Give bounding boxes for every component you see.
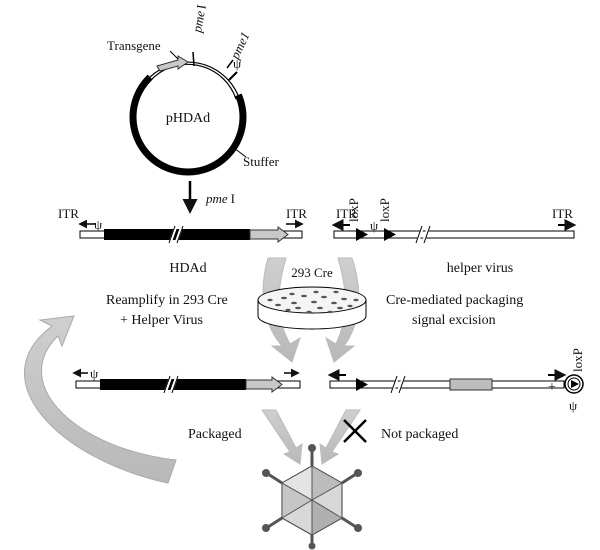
label-packaged: Packaged (188, 427, 242, 442)
helper-loxp-1: loxP (346, 198, 361, 222)
excision-line1: Cre-mediated packaging (386, 293, 523, 308)
x-mark-b (343, 419, 367, 443)
hdad-label: HDAd (169, 261, 206, 276)
helper-label: helper virus (447, 261, 513, 276)
adenovirus-capsid (262, 444, 362, 550)
loxp-site-2 (384, 228, 396, 241)
cell-dish-293cre: 293 Cre (257, 265, 367, 330)
stuffer-label: Stuffer (243, 154, 280, 169)
cells-label: 293 Cre (291, 265, 333, 280)
circle-loxp: loxP (570, 348, 585, 372)
plasmid-pHDAd: pHDAd Transgene pmeI pme1 ψ Stuffer (107, 3, 280, 176)
reamplify-line1: Reamplify in 293 Cre (106, 293, 228, 308)
reamplify-cycle-arrow (24, 315, 177, 484)
circle-psi: ψ (569, 398, 577, 413)
hdad-stuffer (104, 229, 250, 240)
transgene-arrow (156, 55, 189, 72)
reamplify-line2: + Helper Virus (120, 313, 203, 328)
plasmid-name: pHDAd (166, 111, 210, 126)
helper-psi: ψ (370, 218, 378, 233)
pme-site-left (192, 51, 195, 67)
excision-line2: signal excision (412, 313, 496, 328)
helper-itr-left: ITR (336, 206, 357, 221)
label-not-packaged: Not packaged (381, 427, 458, 442)
hdad-transgene (249, 226, 289, 243)
capsid-fibers (267, 450, 357, 546)
pme-label-left: pmeI (189, 3, 209, 34)
hdad-psi: ψ (94, 217, 102, 232)
plasmid-psi: ψ (233, 56, 241, 71)
helper-product (327, 369, 567, 394)
arrow-not-packaged (319, 409, 361, 465)
hdad-itr-left: ITR (58, 206, 79, 221)
helper-product-gene-block (449, 378, 493, 391)
loxp-site-1 (356, 228, 368, 241)
packaging-arrows: Packaged Not packaged (188, 409, 458, 465)
plus-sign: + (548, 380, 556, 395)
helper-loxp-2: loxP (377, 198, 392, 222)
excised-circle: + loxP ψ (548, 348, 585, 413)
hdad-product: ψ (72, 366, 301, 394)
transgene-label: Transgene (107, 38, 161, 53)
loxp-remaining (356, 378, 368, 391)
capsid-knobs (262, 444, 362, 550)
cell-speckles (267, 290, 359, 314)
helper-backbone (333, 230, 575, 239)
helper-virus-genome: ITR ITR ψ loxP loxP helper virus (331, 198, 577, 276)
hdad-itr-right: ITR (286, 206, 307, 221)
helper-itr-right: ITR (552, 206, 573, 221)
product-psi: ψ (90, 366, 98, 381)
arrow-packaged (261, 409, 303, 465)
hdad-genome: ITR ITR ψ HDAd (58, 206, 307, 276)
pme-site-right (226, 59, 234, 69)
dish-rim (257, 286, 367, 314)
